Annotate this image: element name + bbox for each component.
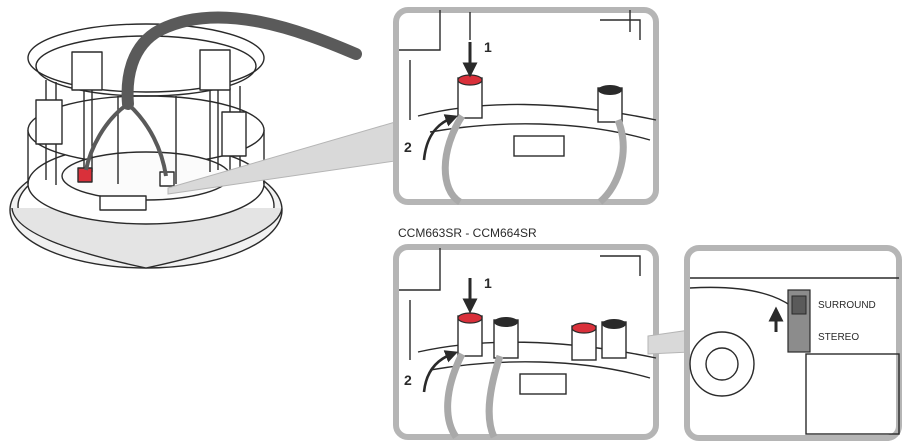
terminal-red	[571, 322, 597, 361]
terminal-red	[457, 312, 483, 357]
terminal-black	[493, 317, 519, 359]
step-2-label-bottom: 2	[404, 372, 412, 388]
terminal-red	[457, 74, 483, 119]
detail-panel-bottom	[393, 244, 659, 440]
switch-option-stereo: STEREO	[818, 332, 859, 343]
model-caption: CCM663SR - CCM664SR	[398, 226, 537, 240]
detail-panel-top	[393, 7, 659, 205]
step-2-label-top: 2	[404, 139, 412, 155]
detail-panel-switch	[684, 245, 902, 441]
terminal-black	[597, 85, 623, 123]
step-1-label-bottom: 1	[484, 275, 492, 291]
switch-option-surround: SURROUND	[818, 300, 876, 311]
insert-curved-arrow-icon	[422, 114, 459, 161]
insert-curved-arrow-icon	[422, 350, 459, 393]
speaker-illustration	[9, 11, 362, 269]
step-1-label-top: 1	[484, 39, 492, 55]
surround-stereo-switch	[787, 289, 811, 353]
terminal-black	[601, 319, 627, 359]
